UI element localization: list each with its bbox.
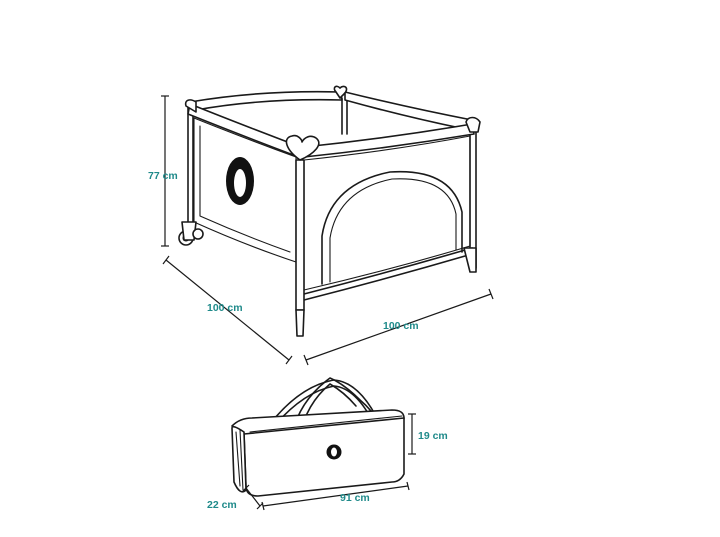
caster-wheel-icon bbox=[178, 221, 204, 246]
front-panel bbox=[303, 135, 471, 291]
front-arch-door bbox=[321, 170, 463, 285]
top-rail-right bbox=[344, 91, 473, 131]
depth-label: 100 cm bbox=[207, 302, 243, 314]
brand-logo-icon bbox=[226, 157, 254, 205]
bag-front bbox=[243, 417, 405, 497]
bag-height-dimension-line bbox=[408, 413, 416, 455]
top-rail-left bbox=[187, 103, 299, 157]
bag-end bbox=[231, 425, 247, 493]
width-dimension-line bbox=[303, 288, 494, 366]
heart-corner-connector bbox=[285, 134, 320, 161]
bag-height-label: 19 cm bbox=[418, 430, 448, 442]
front-leg bbox=[295, 159, 305, 311]
carry-bag-illustration bbox=[231, 377, 405, 497]
height-label: 77 cm bbox=[148, 170, 178, 182]
height-dimension-line bbox=[161, 95, 169, 247]
bag-depth-label: 22 cm bbox=[207, 499, 237, 511]
bag-length-label: 91 cm bbox=[340, 492, 370, 504]
top-rail-back bbox=[189, 90, 343, 111]
bag-length-dimension-line bbox=[261, 481, 410, 511]
top-rail-front bbox=[303, 123, 475, 158]
bag-logo-icon bbox=[326, 444, 342, 460]
playpen-illustration bbox=[178, 85, 481, 337]
width-label: 100 cm bbox=[383, 320, 419, 332]
depth-dimension-line bbox=[162, 255, 293, 365]
